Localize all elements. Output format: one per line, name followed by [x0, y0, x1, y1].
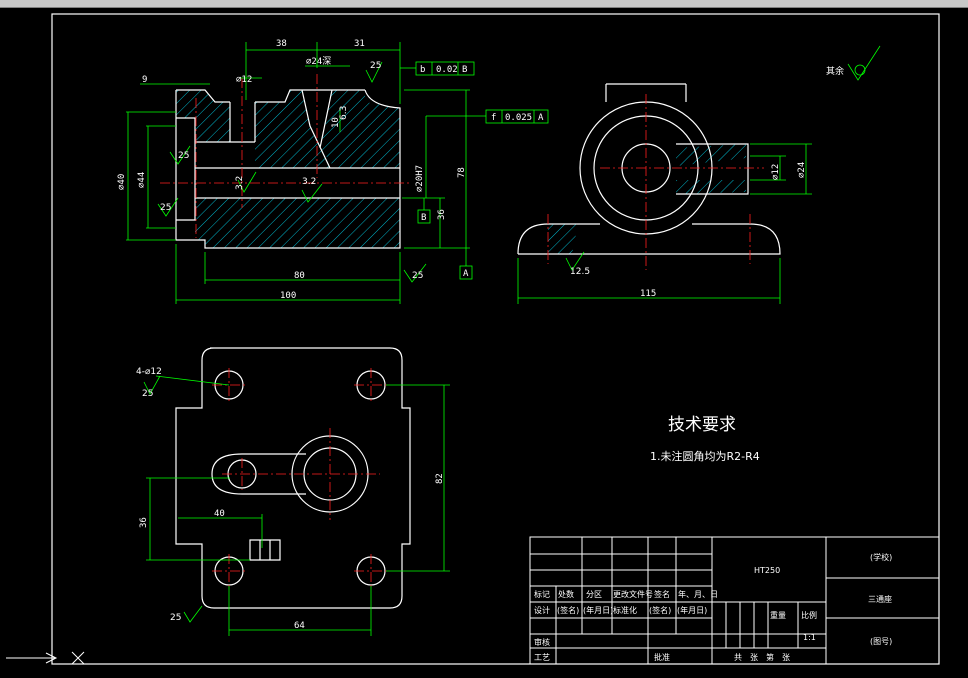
- tb-scale-value: 1:1: [803, 633, 816, 642]
- front-hatch-upper-right: [320, 90, 400, 168]
- tolerance-f-datum: A: [538, 113, 544, 123]
- dim-counterbore: ⌀24深: [306, 56, 331, 67]
- dim-h78: 78: [457, 167, 467, 178]
- roughness-4: 3.2: [302, 177, 316, 187]
- roughness-2: 25: [160, 203, 171, 213]
- dim-bore12: ⌀12: [236, 75, 252, 85]
- tech-req-item-1: 1.未注圆角均为R2-R4: [650, 449, 760, 463]
- front-outline: [175, 89, 401, 249]
- side-hatch-branch: [676, 144, 746, 194]
- tb-approve: 批准: [654, 652, 670, 662]
- tb-material: HT250: [754, 566, 780, 575]
- tb-sheets: 共 张 第 张: [734, 652, 790, 662]
- tb-r2-c2: (签名): [557, 605, 579, 615]
- top-dim-w64: 64: [294, 621, 305, 631]
- roughness-1: 25: [178, 151, 189, 161]
- tb-r1-c2: 处数: [558, 589, 574, 599]
- front-hatch-upper-mid: [255, 90, 330, 168]
- front-hatch-upper: [176, 90, 230, 142]
- side-view: ⌀12 ⌀24 115 12.5: [517, 83, 812, 304]
- tb-r1-c1: 标记: [534, 589, 550, 599]
- tb-r1-c4: 更改文件号: [613, 589, 653, 599]
- front-hatch-lower: [195, 198, 400, 248]
- top-outline: [175, 347, 411, 609]
- ucs-icon: [6, 651, 85, 665]
- dim-w80: 80: [294, 271, 305, 281]
- side-dim-w115: 115: [640, 289, 656, 299]
- tb-r2-c5: (签名): [649, 605, 671, 615]
- side-roughness: 12.5: [570, 267, 590, 277]
- dim-d44: ⌀44: [137, 172, 147, 188]
- dim-d40: ⌀40: [117, 174, 127, 190]
- front-section-view: 38 31 9 ⌀12 ⌀24深 10 ⌀40 ⌀44 ⌀20H7 78 36 …: [117, 39, 549, 304]
- cad-drawing-canvas[interactable]: 38 31 9 ⌀12 ⌀24深 10 ⌀40 ⌀44 ⌀20H7 78 36 …: [0, 8, 968, 678]
- datum-a-label: A: [463, 269, 469, 279]
- top-dim-holes: 4-⌀12: [136, 367, 162, 377]
- front-bore-lines: [176, 89, 400, 221]
- side-hatch-base: [548, 224, 578, 254]
- dim-top-right: 31: [354, 39, 365, 49]
- tb-weight-label: 重量: [770, 610, 786, 620]
- top-dim-holes-roughness: 25: [142, 389, 153, 399]
- datum-b-label: B: [421, 213, 426, 223]
- tb-r1-c3: 分区: [586, 590, 602, 599]
- tolerance-b-datum: B: [462, 65, 467, 75]
- tech-req-title: 技术要求: [668, 415, 736, 435]
- tb-process: 工艺: [534, 653, 550, 662]
- top-dim-w40: 40: [214, 509, 225, 519]
- tb-school: (学校): [870, 552, 892, 562]
- tb-r2-c6: (年月日): [677, 605, 707, 615]
- tb-part-name: 三通座: [868, 594, 892, 604]
- tb-r2-c1: 设计: [534, 605, 550, 615]
- title-block: [529, 536, 940, 665]
- other-roughness-symbol: [847, 45, 881, 81]
- roughness-7: 25: [412, 271, 423, 281]
- top-dim-h36: 36: [139, 517, 149, 528]
- top-dim-h82: 82: [435, 473, 445, 484]
- tolerance-b-value: 0.02: [436, 65, 458, 75]
- tb-scale-label: 比例: [801, 610, 817, 620]
- other-roughness-label: 其余: [826, 65, 844, 77]
- tb-r2-c3: (年月日): [583, 605, 613, 615]
- top-view: 4-⌀12 25 82 36 40 64 25: [136, 347, 450, 636]
- drawing-frame: [51, 13, 940, 665]
- roughness-6: 6.3: [339, 106, 349, 120]
- dim-d20: ⌀20H7: [415, 165, 425, 192]
- dim-depth: 10: [331, 117, 341, 128]
- tb-r1-c5: 签名: [654, 589, 670, 599]
- top-dim-r25: 25: [170, 613, 181, 623]
- tolerance-b-symbol: b: [420, 65, 425, 75]
- tb-review: 审核: [534, 637, 550, 647]
- side-dim-d12: ⌀12: [771, 164, 781, 180]
- side-dim-d24: ⌀24: [797, 162, 807, 178]
- dim-left-small: 9: [142, 75, 147, 85]
- tb-r1-c6: 年、月、日: [678, 589, 718, 599]
- dim-w100: 100: [280, 291, 296, 301]
- tb-r2-c4: 标准化: [613, 605, 637, 615]
- application-toolbar-strip: [0, 0, 968, 8]
- tolerance-f-value: 0.025: [505, 113, 532, 123]
- roughness-3: 25: [370, 61, 381, 71]
- tolerance-f-symbol: f: [491, 113, 496, 123]
- dim-top-left: 38: [276, 39, 287, 49]
- roughness-5: 3.2: [235, 176, 245, 190]
- dim-h36: 36: [437, 209, 447, 220]
- tb-drawing-no: (图号): [870, 637, 892, 646]
